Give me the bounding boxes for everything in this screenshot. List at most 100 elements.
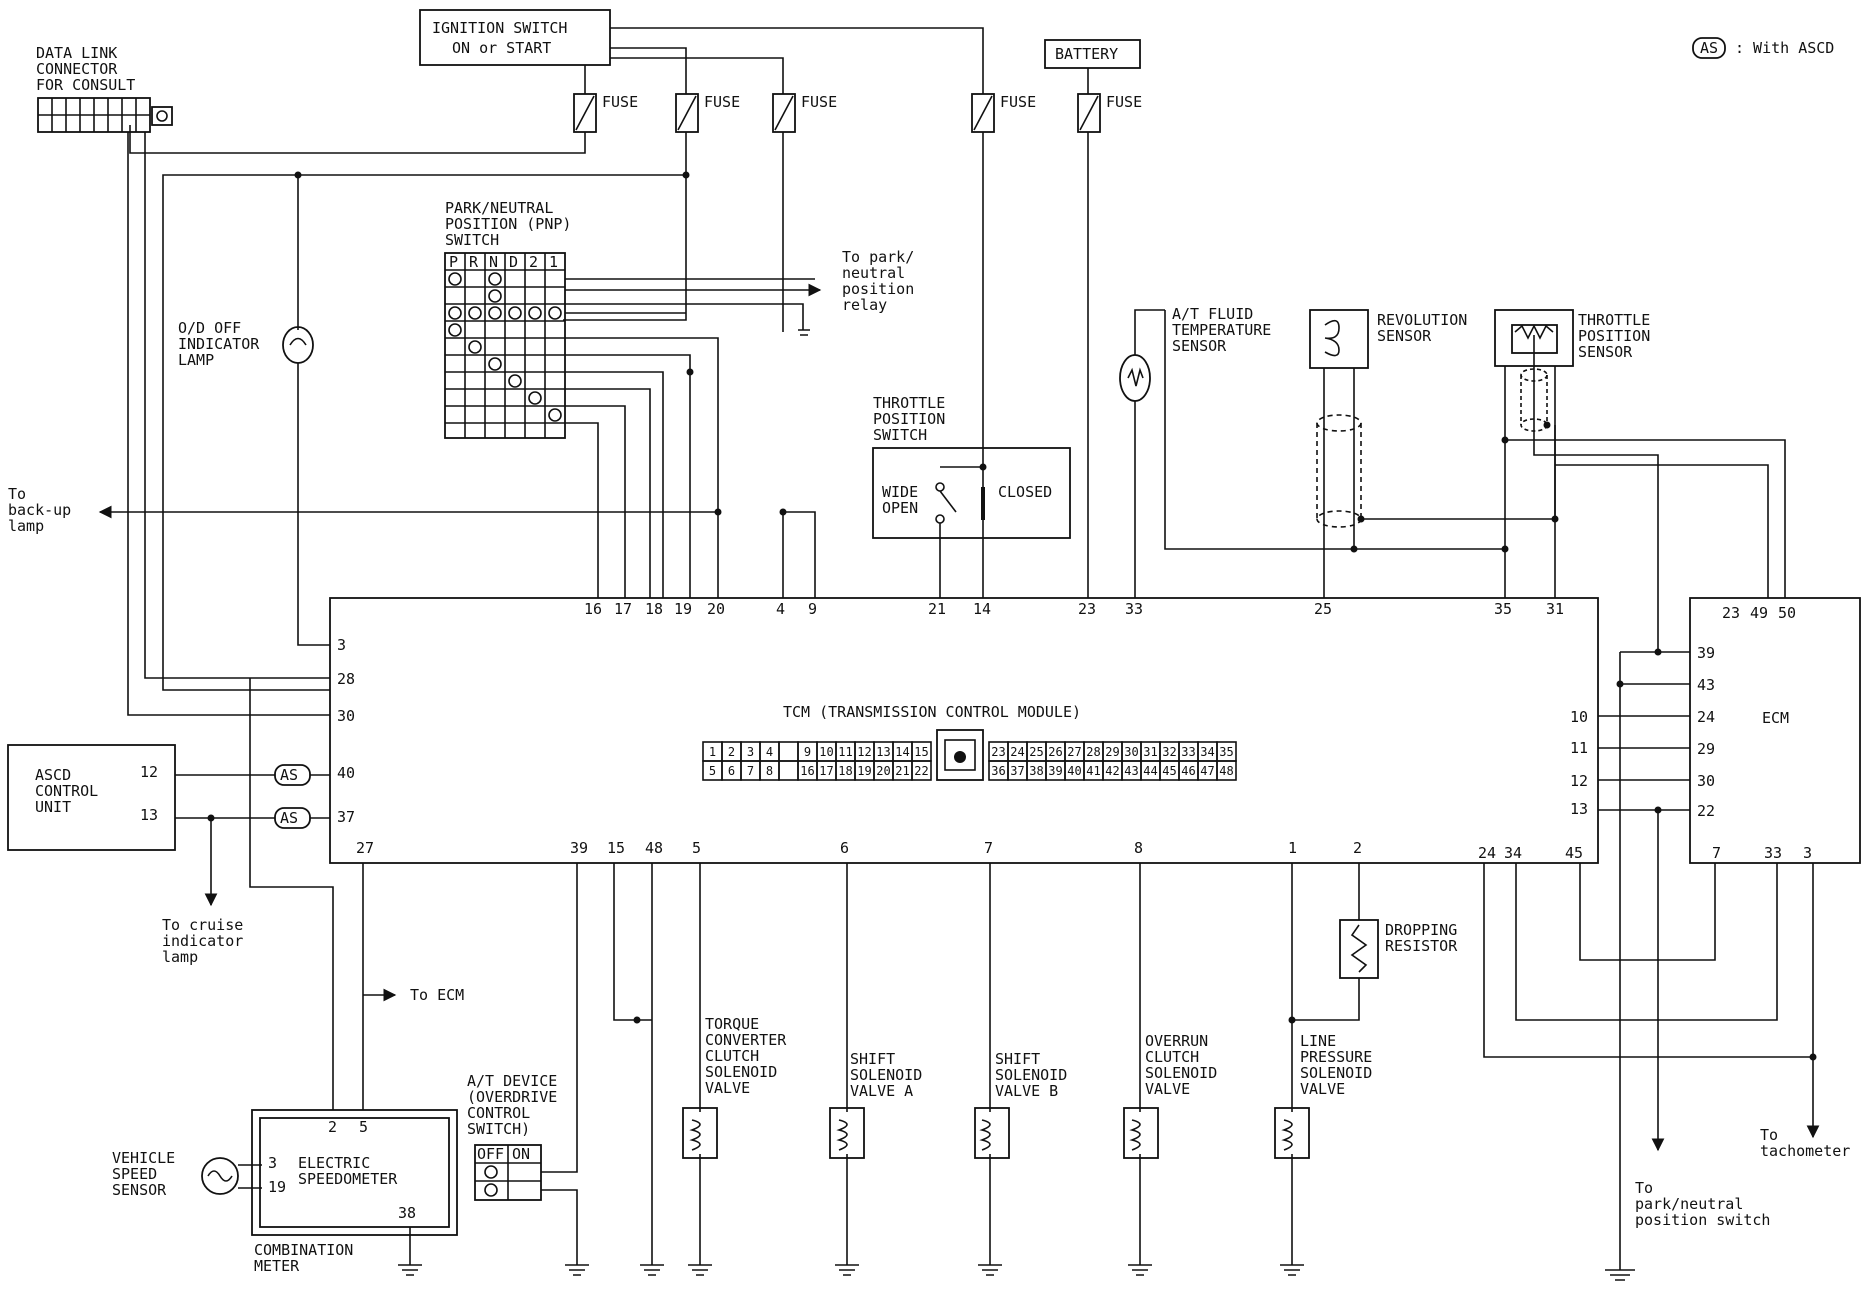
connector-cell — [911, 760, 932, 781]
svg-text:COMBINATION: COMBINATION — [254, 1241, 353, 1259]
svg-text:N: N — [489, 253, 498, 271]
ignition-line2: ON or START — [452, 39, 551, 57]
connector-pin-label: 35 — [1219, 745, 1233, 759]
svg-text:5: 5 — [359, 1118, 368, 1136]
tcm-left-pins: 3 28 30 40 37 — [337, 636, 355, 826]
connector-pin-label: 5 — [709, 764, 716, 778]
ignition-switch: IGNITION SWITCH ON or START — [419, 9, 611, 66]
connector-pin-label: 32 — [1162, 745, 1176, 759]
svg-text:3: 3 — [1803, 844, 1812, 862]
connector-pin-label: 9 — [804, 745, 811, 759]
connector-pin-label: 18 — [838, 764, 852, 778]
connector-pin-label: 40 — [1067, 764, 1081, 778]
svg-text:12: 12 — [1570, 772, 1588, 790]
svg-text:39: 39 — [570, 839, 588, 857]
svg-text:OPEN: OPEN — [882, 499, 918, 517]
svg-text:THROTTLE: THROTTLE — [1578, 311, 1650, 329]
svg-text:relay: relay — [842, 296, 887, 314]
svg-text:AS: AS — [280, 809, 298, 827]
combination-meter: 2 5 3 19 38 ELECTRIC SPEEDOMETER COMBINA… — [249, 678, 464, 1276]
svg-text:38: 38 — [398, 1204, 416, 1222]
svg-text:CLUTCH: CLUTCH — [1145, 1048, 1199, 1066]
connector-pin-label: 27 — [1067, 745, 1081, 759]
svg-text:SENSOR: SENSOR — [1377, 327, 1432, 345]
svg-text:19: 19 — [268, 1178, 286, 1196]
svg-text:OFF: OFF — [477, 1145, 504, 1163]
svg-text:48: 48 — [645, 839, 663, 857]
svg-text:ASCD: ASCD — [35, 766, 71, 784]
svg-text:PARK/NEUTRAL: PARK/NEUTRAL — [445, 199, 553, 217]
legend-as-badge — [1692, 37, 1726, 59]
svg-text:11: 11 — [1570, 739, 1588, 757]
backup-lamp: To back-up lamp — [8, 485, 787, 535]
svg-text:To park/: To park/ — [842, 248, 914, 266]
throttle-position-sensor: THROTTLE POSITION SENSOR — [1494, 309, 1786, 598]
tcm-box — [329, 597, 1599, 864]
connector-pin-label: 30 — [1124, 745, 1138, 759]
ecm-box — [1689, 597, 1861, 864]
pnp-switch: PARK/NEUTRAL POSITION (PNP) SWITCH P R N… — [444, 199, 822, 598]
battery: BATTERY — [1044, 39, 1141, 69]
pnp-grid-lines — [445, 253, 565, 438]
connector-pin-label: 42 — [1105, 764, 1119, 778]
svg-text:13: 13 — [140, 806, 158, 824]
svg-text:34: 34 — [1504, 844, 1522, 862]
svg-text:DROPPING: DROPPING — [1385, 921, 1457, 939]
svg-text:5: 5 — [692, 839, 701, 857]
svg-text:SOLENOID: SOLENOID — [1300, 1064, 1372, 1082]
connector-lock-dot — [954, 751, 966, 763]
svg-text:18: 18 — [645, 600, 663, 618]
fuse-5: FUSE — [1077, 93, 1142, 133]
connector-pin-label: 24 — [1010, 745, 1024, 759]
svg-text:O/D OFF: O/D OFF — [178, 319, 241, 337]
svg-text:30: 30 — [337, 707, 355, 725]
throttle-position-switch: THROTTLE POSITION SWITCH WIDE OPEN CLOSE… — [872, 394, 1071, 598]
svg-text:POSITION: POSITION — [873, 410, 945, 428]
svg-text:WIDE: WIDE — [882, 483, 918, 501]
svg-text:METER: METER — [254, 1257, 300, 1275]
svg-text:1: 1 — [1288, 839, 1297, 857]
connector-pin-label: 13 — [876, 745, 890, 759]
pnp-header: P R N D 2 1 — [449, 253, 558, 271]
svg-text:ELECTRIC: ELECTRIC — [298, 1154, 370, 1172]
svg-text:SWITCH): SWITCH) — [467, 1120, 530, 1138]
svg-text:UNIT: UNIT — [35, 798, 71, 816]
svg-text:(OVERDRIVE: (OVERDRIVE — [467, 1088, 557, 1106]
connector-pin-label: 36 — [991, 764, 1005, 778]
connector-pin-label: 4 — [766, 745, 773, 759]
svg-text:SENSOR: SENSOR — [112, 1181, 167, 1199]
svg-text:17: 17 — [614, 600, 632, 618]
svg-text:AS: AS — [280, 766, 298, 784]
connector-pin-label: 39 — [1048, 764, 1062, 778]
svg-text:VEHICLE: VEHICLE — [112, 1149, 175, 1167]
svg-text:CONTROL: CONTROL — [467, 1104, 530, 1122]
connector-pin-label: 1 — [709, 745, 716, 759]
svg-text:tachometer: tachometer — [1760, 1142, 1850, 1160]
connector-pin-label: 21 — [895, 764, 909, 778]
svg-text:A/T DEVICE: A/T DEVICE — [467, 1072, 557, 1090]
connector-pin-label: 44 — [1143, 764, 1157, 778]
svg-text:24: 24 — [1478, 844, 1496, 862]
connector-pin-label: 8 — [766, 764, 773, 778]
tcm-right-pins: 10 11 12 13 — [1570, 708, 1588, 818]
svg-text:D: D — [509, 253, 518, 271]
svg-text:10: 10 — [1570, 708, 1588, 726]
svg-text:SPEED: SPEED — [112, 1165, 157, 1183]
svg-text:13: 13 — [1570, 800, 1588, 818]
svg-text:FUSE: FUSE — [1106, 93, 1142, 111]
svg-text:27: 27 — [356, 839, 374, 857]
fuse-4: FUSE — [971, 93, 1036, 133]
svg-text:49: 49 — [1750, 604, 1768, 622]
connector-pin-label: 37 — [1010, 764, 1024, 778]
connector-pin-label: 47 — [1200, 764, 1214, 778]
connector-pin-label: 15 — [914, 745, 928, 759]
connector-pin-label: 46 — [1181, 764, 1195, 778]
pnp-contacts — [448, 272, 562, 422]
svg-text:33: 33 — [1764, 844, 1782, 862]
fuse-3: FUSE — [772, 93, 837, 133]
svg-text:4: 4 — [776, 600, 785, 618]
svg-text:7: 7 — [984, 839, 993, 857]
svg-text:SOLENOID: SOLENOID — [1145, 1064, 1217, 1082]
connector-pin-label: 25 — [1029, 745, 1043, 759]
